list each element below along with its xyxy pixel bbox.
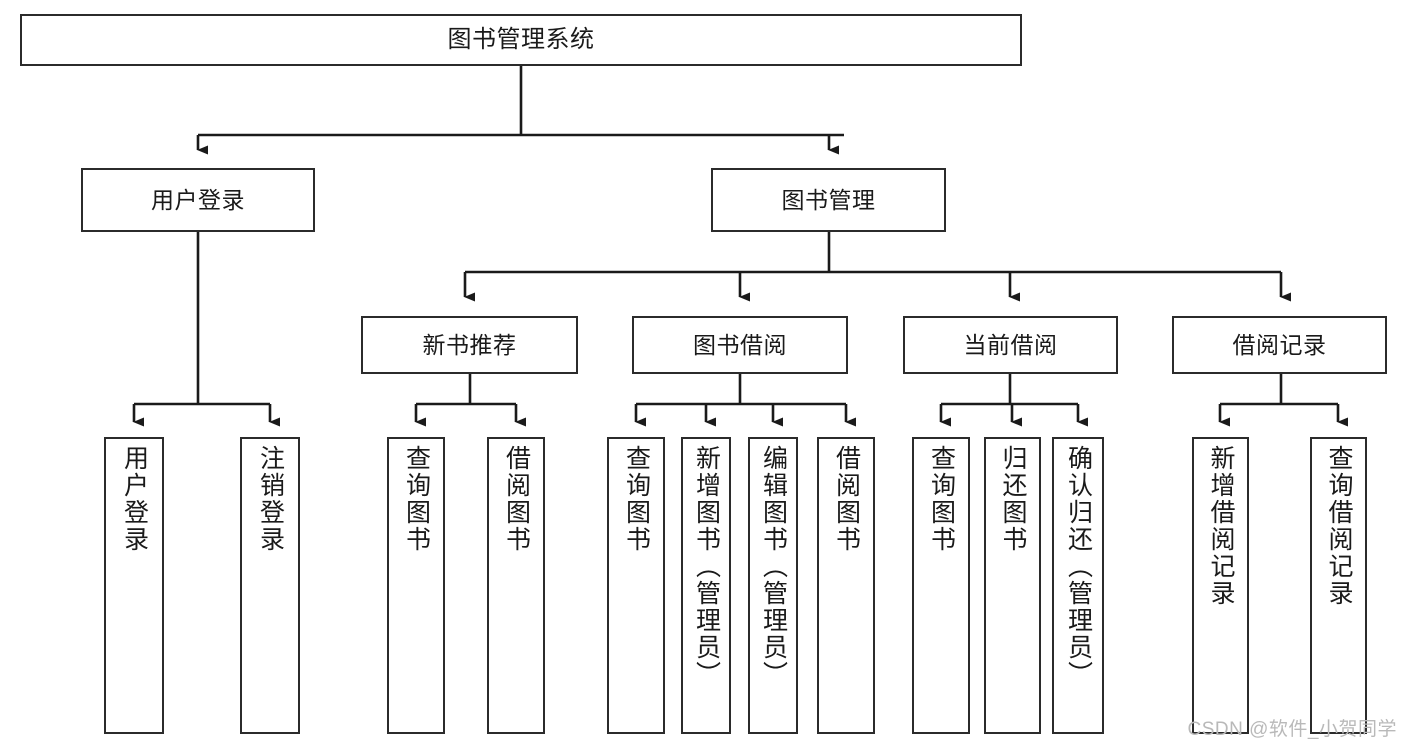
node-leaf-user-login[interactable]: 用户登录 xyxy=(104,437,164,734)
node-leaf-query-record-label: 查询借阅记录 xyxy=(1325,445,1353,607)
node-leaf-query-record[interactable]: 查询借阅记录 xyxy=(1310,437,1367,734)
node-borrow-record-label: 借阅记录 xyxy=(1232,331,1327,358)
node-leaf-confirm-return[interactable]: 确认归还（管理员） xyxy=(1052,437,1104,734)
node-leaf-borrow-book-label: 借阅图书 xyxy=(832,445,861,553)
node-borrow-record[interactable]: 借阅记录 xyxy=(1172,316,1387,374)
node-new-book-rec-label: 新书推荐 xyxy=(422,331,517,358)
node-leaf-add-book[interactable]: 新增图书（管理员） xyxy=(681,437,731,734)
node-user-login[interactable]: 用户登录 xyxy=(81,168,315,232)
node-book-borrow-label: 图书借阅 xyxy=(693,331,787,358)
node-new-book-rec[interactable]: 新书推荐 xyxy=(361,316,578,374)
node-leaf-add-record-label: 新增借阅记录 xyxy=(1207,445,1235,607)
node-leaf-return-book[interactable]: 归还图书 xyxy=(984,437,1041,734)
node-current-borrow-label: 当前借阅 xyxy=(963,331,1058,358)
node-root[interactable]: 图书管理系统 xyxy=(20,14,1022,66)
node-leaf-query-book-borrow-label: 查询图书 xyxy=(622,445,651,553)
node-leaf-logout[interactable]: 注销登录 xyxy=(240,437,300,734)
node-leaf-query-book-cur[interactable]: 查询图书 xyxy=(912,437,970,734)
node-leaf-return-book-label: 归还图书 xyxy=(999,445,1027,553)
csdn-watermark: CSDN @软件_小贺同学 xyxy=(1187,719,1397,740)
node-current-borrow[interactable]: 当前借阅 xyxy=(903,316,1118,374)
node-leaf-user-login-label: 用户登录 xyxy=(120,445,149,553)
node-leaf-query-book-rec-label: 查询图书 xyxy=(402,445,431,553)
node-root-label: 图书管理系统 xyxy=(447,26,595,54)
node-leaf-borrow-book-rec[interactable]: 借阅图书 xyxy=(487,437,545,734)
node-leaf-borrow-book[interactable]: 借阅图书 xyxy=(817,437,875,734)
node-leaf-edit-book-label: 编辑图书（管理员） xyxy=(759,445,788,688)
node-leaf-query-book-rec[interactable]: 查询图书 xyxy=(387,437,445,734)
node-leaf-add-record[interactable]: 新增借阅记录 xyxy=(1192,437,1249,734)
node-leaf-confirm-return-label: 确认归还（管理员） xyxy=(1064,445,1093,688)
node-book-manage[interactable]: 图书管理 xyxy=(711,168,946,232)
node-leaf-query-book-borrow[interactable]: 查询图书 xyxy=(607,437,665,734)
node-leaf-logout-label: 注销登录 xyxy=(256,445,285,553)
node-leaf-add-book-label: 新增图书（管理员） xyxy=(692,445,721,688)
node-leaf-query-book-cur-label: 查询图书 xyxy=(927,445,956,553)
node-leaf-borrow-book-rec-label: 借阅图书 xyxy=(502,445,531,553)
node-leaf-edit-book[interactable]: 编辑图书（管理员） xyxy=(748,437,798,734)
node-book-borrow[interactable]: 图书借阅 xyxy=(632,316,848,374)
node-book-manage-label: 图书管理 xyxy=(781,186,876,213)
node-user-login-label: 用户登录 xyxy=(151,186,245,213)
